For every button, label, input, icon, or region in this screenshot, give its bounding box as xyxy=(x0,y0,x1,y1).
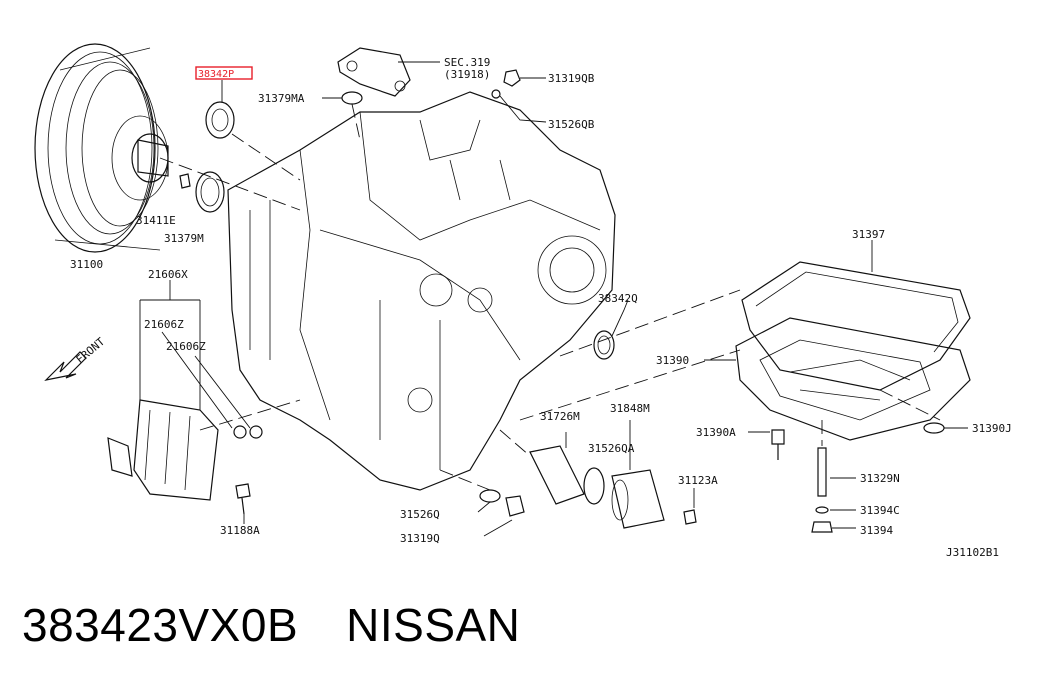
label-31379m: 31379M xyxy=(164,232,204,245)
label-31394c: 31394C xyxy=(860,504,900,517)
guide-lines xyxy=(159,133,941,491)
part-labels: SEC.319 (31918) 31319QB 31526QB 38342P 3… xyxy=(70,56,1012,559)
label-38342p: 38342P xyxy=(198,69,234,80)
washer-31379ma xyxy=(322,91,363,141)
highlight-box xyxy=(195,66,253,80)
label-21606z-a: 21606Z xyxy=(144,318,184,331)
label-31394: 31394 xyxy=(860,524,893,537)
label-31390a: 31390A xyxy=(696,426,736,439)
label-21606x: 21606X xyxy=(148,268,188,281)
label-31123a: 31123A xyxy=(678,474,718,487)
seal-31379m xyxy=(195,171,225,213)
oil-cooler-21606x xyxy=(107,280,263,501)
torque-converter xyxy=(34,43,169,253)
drain-assembly xyxy=(811,447,856,533)
label-31329n: 31329N xyxy=(860,472,900,485)
ring-31411e xyxy=(179,173,191,189)
label-31726m: 31726M xyxy=(540,410,580,423)
label-sec319: SEC.319 xyxy=(444,56,490,69)
bolt-31390a xyxy=(748,429,785,460)
label-front: FRONT xyxy=(74,335,108,366)
label-31526q: 31526Q xyxy=(400,508,440,521)
label-31397: 31397 xyxy=(852,228,885,241)
label-38342q: 38342Q xyxy=(598,292,638,305)
seal-38342p xyxy=(195,66,253,139)
transmission-case xyxy=(227,91,616,491)
solenoid-sec319 xyxy=(337,47,440,97)
seal-38342q xyxy=(593,299,629,360)
footer-caption: 383423VX0B NISSAN xyxy=(22,598,568,652)
label-31188a: 31188A xyxy=(220,524,260,537)
oil-pan xyxy=(704,240,971,441)
label-31319q: 31319Q xyxy=(400,532,440,545)
part-number: 383423VX0B xyxy=(22,599,299,651)
figure-code: J31102B1 xyxy=(946,546,999,559)
label-31526qb: 31526QB xyxy=(548,118,595,131)
plug-31319qb xyxy=(503,69,546,87)
filter-assembly xyxy=(529,420,697,529)
brand-name: NISSAN xyxy=(346,599,521,651)
plug-31319q xyxy=(477,489,525,537)
label-21606z-b: 21606Z xyxy=(166,340,206,353)
label-sec319-ref: (31918) xyxy=(444,68,490,81)
front-arrow-icon xyxy=(44,351,87,381)
oring-31526qb xyxy=(491,89,547,123)
label-31100: 31100 xyxy=(70,258,103,271)
label-31379ma: 31379MA xyxy=(258,92,305,105)
label-31390j: 31390J xyxy=(972,422,1012,435)
bolt-31188a xyxy=(235,483,251,524)
label-31390: 31390 xyxy=(656,354,689,367)
label-31848m: 31848M xyxy=(610,402,650,415)
label-31411e: 31411E xyxy=(136,214,176,227)
label-31526qa: 31526QA xyxy=(588,442,635,455)
label-31319qb: 31319QB xyxy=(548,72,595,85)
